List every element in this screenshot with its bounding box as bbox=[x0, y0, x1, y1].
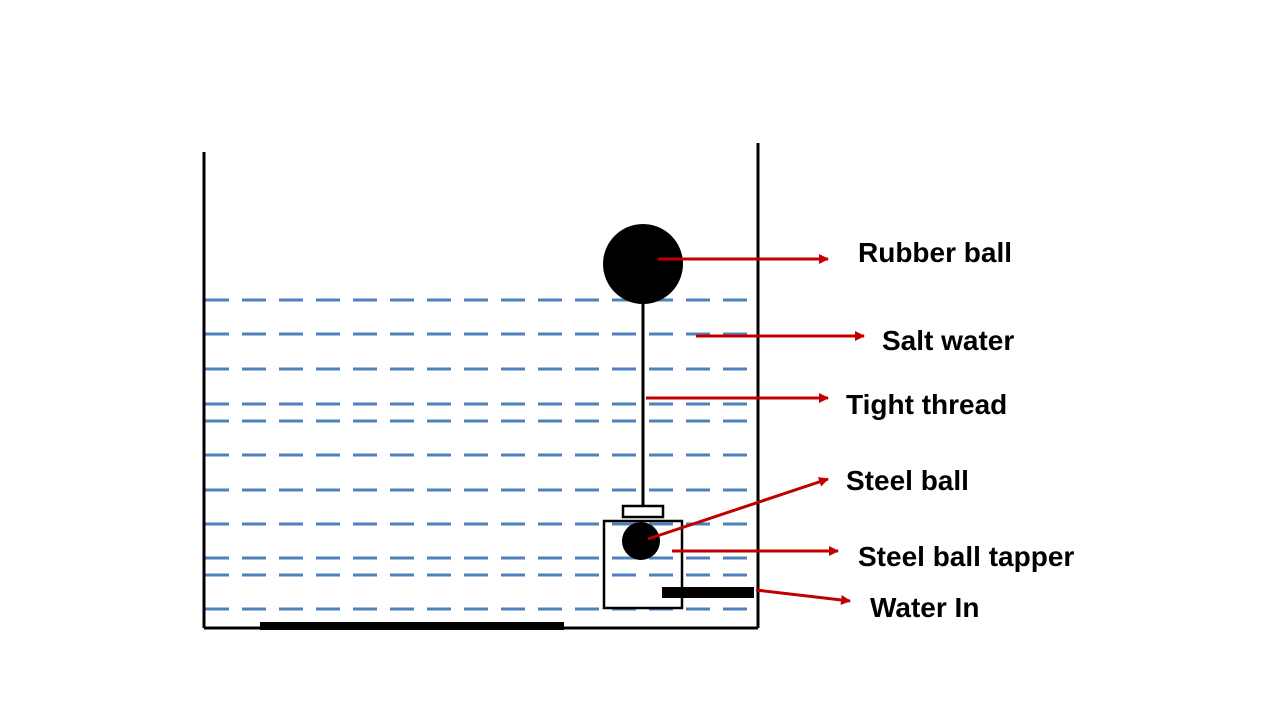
water-inlet-pipe bbox=[662, 587, 754, 598]
label-rubber-ball: Rubber ball bbox=[858, 237, 1012, 268]
tank-base-bar bbox=[260, 622, 564, 630]
label-water-in: Water In bbox=[870, 592, 979, 623]
tank-container bbox=[202, 143, 760, 630]
arrow-steel-ball bbox=[647, 477, 829, 541]
label-steel-ball-tapper: Steel ball tapper bbox=[858, 541, 1074, 572]
salt-water-lines bbox=[205, 298, 755, 611]
label-salt-water: Salt water bbox=[882, 325, 1014, 356]
thread-cap bbox=[621, 504, 665, 519]
arrow-water-in bbox=[755, 588, 851, 605]
rubber-ball bbox=[603, 224, 683, 304]
steel-ball bbox=[622, 522, 660, 560]
valve-box bbox=[602, 519, 684, 610]
label-tight-thread: Tight thread bbox=[846, 389, 1007, 420]
label-steel-ball: Steel ball bbox=[846, 465, 969, 496]
